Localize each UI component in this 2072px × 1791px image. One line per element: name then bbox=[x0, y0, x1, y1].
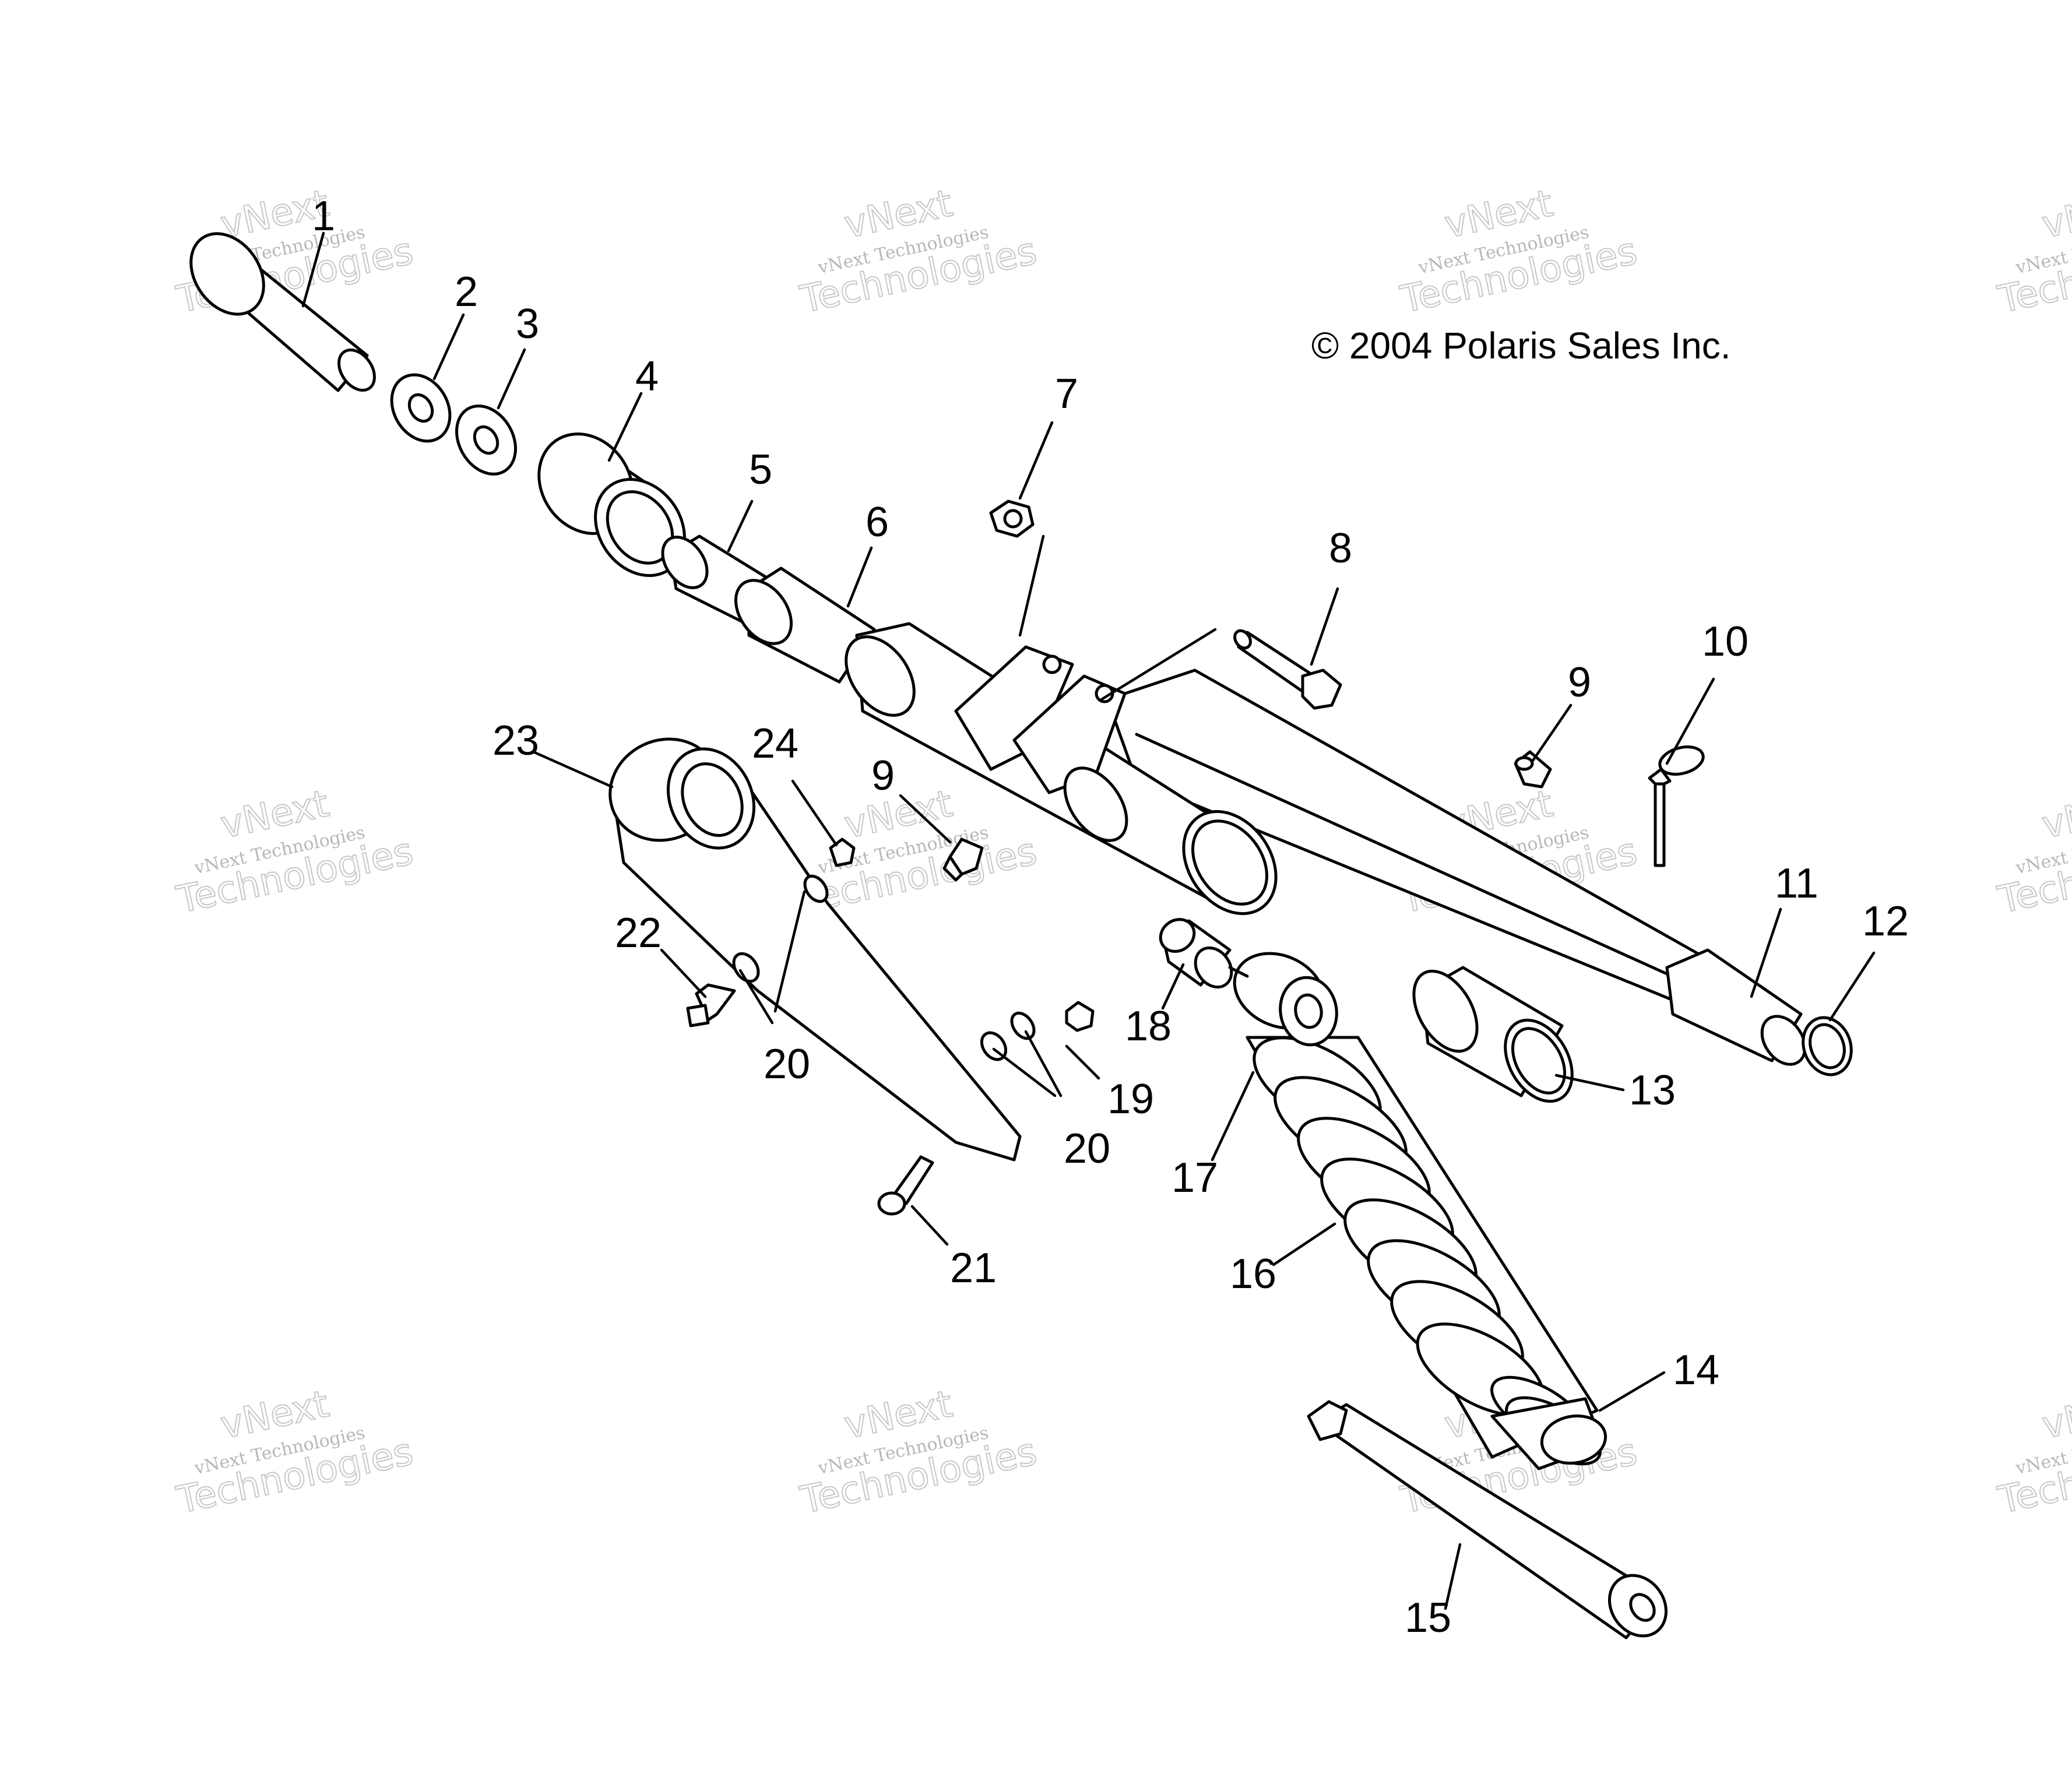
watermark: vNext vNext Technologies Technologies bbox=[173, 782, 418, 923]
callout-20-left: 20 bbox=[764, 1041, 810, 1088]
part-15-lower-bolt bbox=[1307, 1400, 1668, 1639]
callout-15: 15 bbox=[1405, 1595, 1451, 1641]
callout-1: 1 bbox=[312, 193, 335, 240]
svg-text:vNext: vNext bbox=[2038, 182, 2072, 247]
callout-7: 7 bbox=[1055, 371, 1078, 417]
part-9-grease-fitting-right bbox=[1514, 750, 1552, 789]
callout-19: 19 bbox=[1107, 1076, 1154, 1123]
callouts: 1 2 3 4 5 6 7 8 9 9 10 11 12 13 14 15 16… bbox=[312, 193, 1909, 1641]
svg-text:vNext: vNext bbox=[2038, 782, 2072, 847]
callout-22: 22 bbox=[615, 910, 662, 956]
callout-13: 13 bbox=[1629, 1067, 1676, 1114]
callout-6: 6 bbox=[866, 499, 889, 546]
callout-12: 12 bbox=[1862, 898, 1909, 945]
callout-21: 21 bbox=[950, 1245, 997, 1292]
callout-4: 4 bbox=[635, 353, 659, 400]
part-9-grease-fitting-left bbox=[942, 838, 984, 882]
callout-10: 10 bbox=[1702, 618, 1749, 665]
callout-24: 24 bbox=[752, 720, 798, 767]
callout-8: 8 bbox=[1329, 525, 1352, 572]
part-3-washer bbox=[455, 404, 517, 476]
part-16-shock-spring bbox=[1233, 952, 1607, 1470]
part-5-6-11-torque-arm-tube bbox=[661, 534, 1807, 1066]
part-20-washers-right bbox=[980, 1011, 1036, 1061]
part-18-spacer bbox=[1159, 918, 1249, 989]
callout-23: 23 bbox=[493, 717, 539, 764]
callout-5: 5 bbox=[749, 446, 772, 493]
part-2-washer bbox=[390, 373, 452, 443]
callout-11: 11 bbox=[1775, 860, 1818, 907]
watermark: vNext vNext Technologies Technologies bbox=[1396, 181, 1642, 322]
callout-3: 3 bbox=[516, 301, 539, 347]
part-12-ring bbox=[1802, 1016, 1853, 1076]
callout-14: 14 bbox=[1673, 1347, 1719, 1394]
part-10-clamp bbox=[1648, 745, 1705, 867]
callout-16: 16 bbox=[1230, 1251, 1276, 1297]
callout-2: 2 bbox=[455, 269, 478, 315]
watermark: vNext vNext Technologies Technologies bbox=[1994, 181, 2072, 322]
part-23-mount-arm bbox=[608, 737, 1022, 1162]
callout-17: 17 bbox=[1172, 1155, 1218, 1201]
part-21-carriage-bolt bbox=[877, 1155, 934, 1216]
callout-9-left: 9 bbox=[871, 752, 895, 799]
part-22-bolt bbox=[686, 983, 736, 1028]
part-8-bolt bbox=[1233, 629, 1342, 710]
watermark: vNext vNext Technologies Technologies bbox=[1994, 1382, 2072, 1523]
svg-text:vNext: vNext bbox=[2038, 1382, 2072, 1447]
copyright-notice: © 2004 Polaris Sales Inc. bbox=[1311, 325, 1731, 367]
callout-20-right: 20 bbox=[1064, 1125, 1110, 1172]
part-13-bushing bbox=[1412, 966, 1574, 1103]
part-19-nut bbox=[1065, 1001, 1095, 1032]
part-1-pivot-bolt bbox=[189, 232, 376, 392]
part-20-washers-left bbox=[732, 874, 829, 983]
leader-lines bbox=[301, 231, 1876, 1610]
watermark: vNext vNext Technologies Technologies bbox=[796, 181, 1042, 322]
callout-18: 18 bbox=[1125, 1003, 1172, 1050]
watermark: vNext vNext Technologies Technologies bbox=[173, 1382, 418, 1523]
part-7-nut bbox=[989, 499, 1035, 538]
callout-9-right: 9 bbox=[1568, 659, 1591, 706]
watermark: vNext vNext Technologies Technologies bbox=[796, 1382, 1042, 1523]
watermark: vNext vNext Technologies Technologies bbox=[1994, 782, 2072, 923]
